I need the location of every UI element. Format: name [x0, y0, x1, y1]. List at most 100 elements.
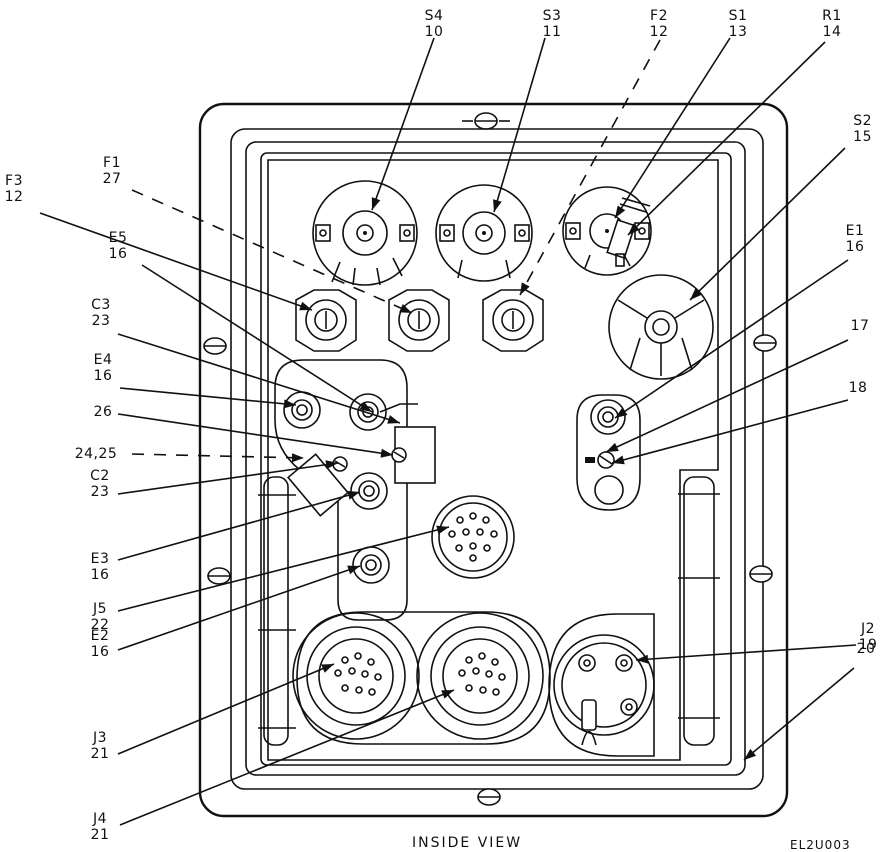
callout-ref: 21: [91, 827, 110, 843]
callout-id: F1: [103, 155, 121, 171]
leader-lines: [39, 37, 857, 826]
arrowhead: [744, 748, 757, 760]
callout-ref: 17: [851, 318, 870, 334]
mounting-screws: [203, 112, 777, 806]
callout-ref: 16: [846, 239, 865, 255]
terminal-e2: [352, 546, 390, 584]
leader-line: [117, 565, 361, 651]
arrowhead: [615, 407, 628, 418]
figure-number: EL2U003: [790, 838, 851, 852]
callout-id: R1: [822, 8, 842, 24]
callout-id: C3: [91, 297, 111, 313]
callout-id: J4: [92, 811, 107, 827]
mounting-screw: [753, 334, 777, 352]
arrowhead: [387, 415, 400, 424]
callout-id: F3: [5, 173, 23, 189]
leader-line: [39, 212, 313, 311]
arrowhead: [291, 453, 304, 463]
figure-caption: INSIDE VIEW: [412, 835, 522, 851]
arrowhead: [347, 490, 360, 500]
callout-ref: 16: [109, 246, 128, 262]
callout-id: F2: [650, 8, 668, 24]
leader-line: [371, 37, 435, 211]
callout-id: J5: [92, 601, 107, 617]
connector-j2: [548, 613, 655, 757]
arrowhead: [690, 288, 702, 300]
arrowhead: [299, 301, 312, 311]
leader-line: [117, 526, 450, 612]
arrowhead: [441, 690, 454, 699]
callout-ref: 20: [857, 641, 876, 657]
leader-line: [743, 667, 855, 761]
leader-line: [119, 689, 455, 826]
left-terminal-board: [274, 359, 408, 621]
fuse-holder-f3: [295, 289, 357, 352]
leader-line: [141, 264, 373, 413]
callout-ref: 12: [650, 24, 669, 40]
callout-ref: 18: [849, 380, 868, 396]
arrowhead: [371, 197, 381, 210]
leader-line: [131, 453, 305, 459]
callout-id: C2: [90, 468, 110, 484]
leader-line: [635, 644, 857, 661]
leader-line: [131, 189, 413, 314]
switch-s3: [435, 184, 533, 282]
arrowhead: [283, 399, 296, 409]
callout-ref: 22: [91, 617, 110, 633]
arrowhead: [399, 304, 412, 313]
mounting-screw: [203, 337, 227, 355]
leader-line: [605, 339, 849, 453]
switch-s2: [608, 274, 714, 380]
switch-s4: [312, 180, 418, 286]
leader-line: [519, 39, 661, 296]
callout-ref: 26: [94, 404, 113, 420]
callout-id: E4: [94, 352, 113, 368]
arrowhead: [612, 455, 625, 465]
leader-line: [689, 147, 846, 301]
callout-ref: 27: [103, 171, 122, 187]
callout-id: S3: [543, 8, 562, 24]
callout-label: 24,25: [75, 446, 118, 462]
leader-line: [119, 387, 297, 406]
fuse-holder-f2: [482, 289, 544, 352]
callout-id: E5: [109, 230, 128, 246]
arrowhead: [321, 664, 334, 673]
callout-ref: 16: [91, 644, 110, 660]
callout-ref: 23: [92, 313, 111, 329]
callout-ref: 16: [91, 567, 110, 583]
switch-s1: [562, 186, 652, 276]
callout-id: J2: [860, 621, 875, 637]
leader-line: [117, 663, 335, 755]
mounting-screw: [207, 567, 231, 585]
leader-line: [117, 413, 394, 456]
callout-ref: 11: [543, 24, 562, 40]
connector-j4: [416, 612, 544, 740]
arrowhead: [493, 199, 502, 212]
screw-26: [391, 447, 407, 463]
callout-id: S2: [853, 113, 872, 129]
callout-ref: 16: [94, 368, 113, 384]
callout-ref: 10: [425, 24, 444, 40]
leader-line: [493, 37, 546, 213]
arrowhead: [436, 525, 449, 535]
callout-id: E3: [91, 551, 110, 567]
arrowhead: [380, 448, 393, 458]
right-terminal-board: [576, 394, 641, 511]
mounting-screw: [462, 112, 510, 130]
leader-line: [627, 41, 826, 236]
mounting-screw: [749, 565, 773, 583]
connector-j5: [431, 495, 515, 579]
inner-plate-outline: [267, 159, 719, 761]
